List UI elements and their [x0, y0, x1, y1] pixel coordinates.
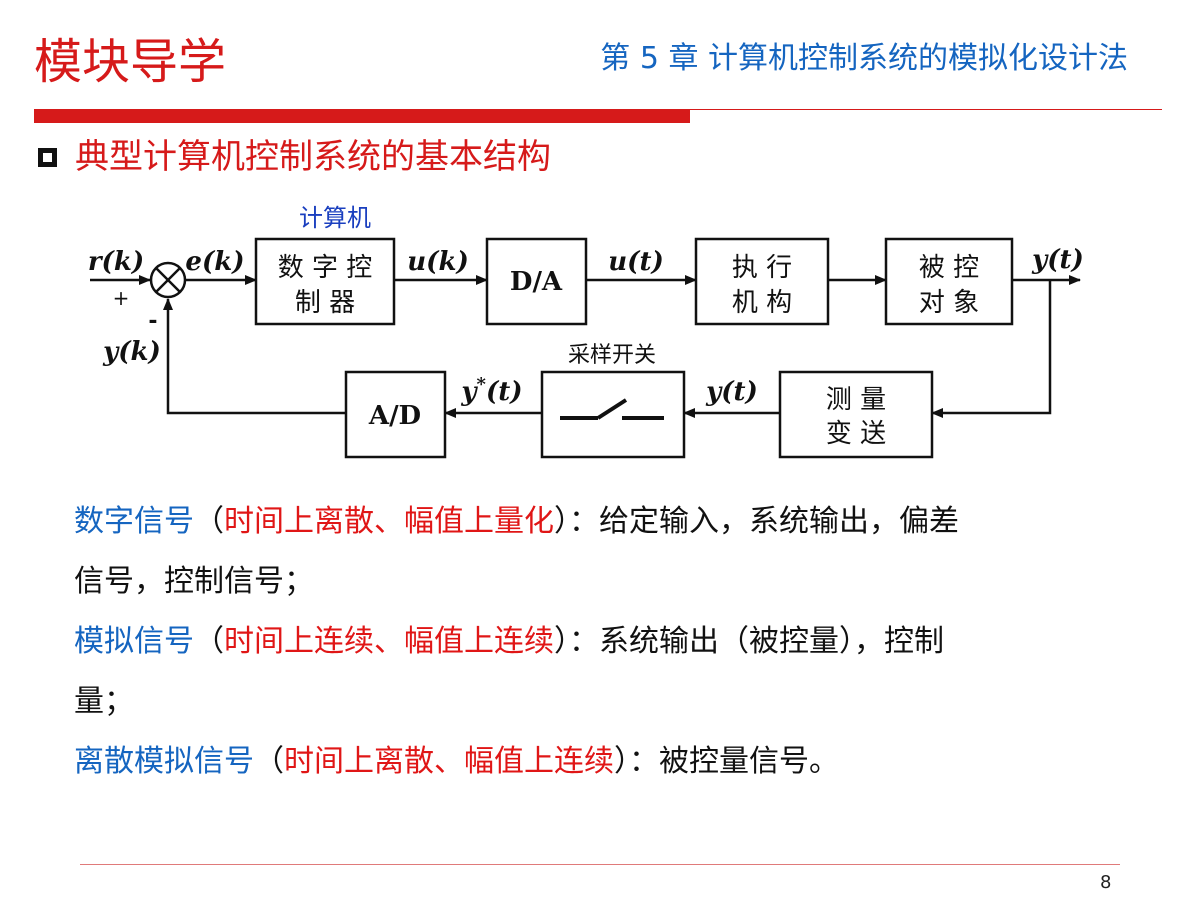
plus-sign: + — [113, 286, 130, 310]
feedback-to-summer-line — [163, 298, 346, 415]
sampling-switch-label: 采样开关 — [568, 343, 656, 368]
da-label: D/A — [510, 267, 563, 297]
signal-ystar-superscript: * — [477, 374, 487, 395]
measurement-line1: 测 量 — [826, 385, 886, 415]
computer-label: 计算机 — [299, 204, 371, 232]
sampling-switch-block — [540, 370, 686, 459]
signal-ystar-label: y*(t) — [460, 374, 522, 407]
plant-block — [884, 237, 1014, 326]
actuator-block — [694, 237, 830, 326]
minus-sign: - — [148, 309, 157, 334]
summing-junction-icon — [149, 261, 187, 299]
detail-digital: 时间上离散、幅值上量化 — [224, 504, 554, 539]
description-analog-line2: 量； — [74, 684, 134, 719]
signal-uk-label: u(k) — [407, 247, 469, 277]
term-digital: 数字信号 — [74, 504, 194, 539]
detail-discrete-analog: 时间上离散、幅值上连续 — [284, 744, 614, 779]
header-bar — [34, 110, 690, 123]
section-heading: 典型计算机控制系统的基本结构 — [38, 140, 551, 174]
measurement-line2: 变 送 — [826, 419, 886, 449]
output-to-measurement-line — [931, 280, 1052, 418]
description-digital-line1: 数字信号（时间上离散、幅值上量化）：给定输入，系统输出，偏差 — [74, 504, 959, 539]
chapter-title: 第 5 章 计算机控制系统的模拟化设计法 — [600, 41, 1128, 76]
plant-line2: 对 象 — [919, 288, 979, 318]
signal-yt-output-label: y(t) — [1031, 245, 1084, 275]
term-analog: 模拟信号 — [74, 624, 194, 659]
footer-rule — [80, 864, 1120, 865]
header-rule — [34, 109, 1162, 110]
square-bullet-icon — [38, 147, 57, 167]
module-title: 模块导学 — [34, 34, 227, 90]
term-discrete-analog: 离散模拟信号 — [74, 744, 254, 779]
description-digital-line2: 信号，控制信号； — [74, 564, 314, 599]
signal-yt-feedback-label: y(t) — [705, 377, 758, 407]
actuator-line2: 机 构 — [732, 288, 792, 318]
ad-label: A/D — [368, 401, 421, 431]
signal-ut-label: u(t) — [608, 247, 664, 277]
digital-controller-block — [254, 237, 396, 326]
ad-block — [344, 370, 447, 459]
signal-e-label: e(k) — [185, 247, 244, 277]
control-system-block-diagram: 计算机 数 字 控 制 器 D/A 执 行 机 构 被 控 对 象 测 量 变 … — [88, 204, 1084, 459]
digital-controller-line1: 数 字 控 — [278, 253, 373, 283]
section-heading-text: 典型计算机控制系统的基本结构 — [75, 137, 551, 177]
description-discrete-analog: 离散模拟信号（时间上离散、幅值上连续）：被控量信号。 — [74, 744, 839, 779]
signal-r-label: r(k) — [88, 247, 144, 277]
description-analog-line1: 模拟信号（时间上连续、幅值上连续）：系统输出（被控量），控制 — [74, 624, 944, 659]
signal-ystar-base: y — [460, 377, 478, 407]
actuator-line1: 执 行 — [732, 253, 792, 283]
signal-ystar-argument: (t) — [486, 377, 523, 407]
detail-analog: 时间上连续、幅值上连续 — [224, 624, 554, 659]
measurement-block — [778, 370, 934, 459]
signal-yk-label: y(k) — [102, 337, 161, 367]
sampling-switch-icon — [560, 398, 664, 420]
digital-controller-line2: 制 器 — [295, 288, 355, 318]
da-block — [485, 237, 588, 326]
plant-line1: 被 控 — [919, 253, 979, 283]
page-number: 8 — [1100, 872, 1112, 893]
